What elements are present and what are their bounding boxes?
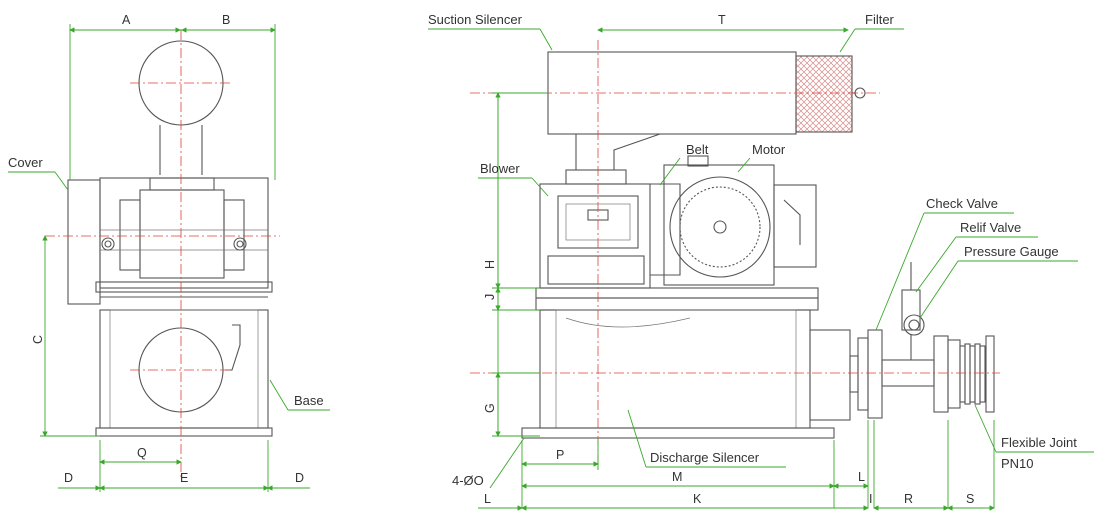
- dim-P: P: [556, 448, 564, 462]
- label-filter: Filter: [865, 12, 895, 27]
- blower-housing: [539, 183, 651, 289]
- discharge-silencer-frame: [539, 309, 811, 429]
- dim-K: K: [693, 492, 702, 506]
- cover-block: [67, 179, 101, 305]
- dim-S: S: [966, 492, 974, 506]
- side-view: T H J G P M L L K I R S: [428, 12, 1094, 511]
- dim-D-right: D: [295, 471, 304, 485]
- dim-A: A: [122, 13, 131, 27]
- check-valve: [867, 329, 883, 419]
- dim-Q: Q: [137, 446, 147, 460]
- filter-mesh: [795, 55, 853, 133]
- label-holes: 4-ØO: [452, 473, 484, 488]
- label-check-valve: Check Valve: [926, 196, 998, 211]
- label-discharge-silencer: Discharge Silencer: [650, 450, 760, 465]
- pressure-gauge: [903, 314, 925, 336]
- dim-L-right: L: [858, 470, 865, 484]
- blower-body: [99, 177, 269, 289]
- label-suction-silencer: Suction Silencer: [428, 12, 523, 27]
- dim-J: J: [483, 294, 497, 300]
- label-motor: Motor: [752, 142, 786, 157]
- label-base: Base: [294, 393, 324, 408]
- dim-T: T: [718, 13, 726, 27]
- dim-M: M: [672, 470, 682, 484]
- dim-B: B: [222, 13, 230, 27]
- label-flexible-joint: Flexible Joint: [1001, 435, 1077, 450]
- dim-C: C: [31, 335, 45, 344]
- dim-L-left: L: [484, 492, 491, 506]
- dim-H: H: [483, 260, 497, 269]
- dim-E: E: [180, 471, 188, 485]
- label-cover: Cover: [8, 155, 43, 170]
- dim-D-left: D: [64, 471, 73, 485]
- dim-I: I: [869, 492, 872, 506]
- dim-R: R: [904, 492, 913, 506]
- base-plate: [535, 287, 819, 299]
- dim-G: G: [483, 403, 497, 413]
- flexible-joint-bellows: [959, 343, 986, 405]
- relief-valve: [901, 289, 921, 331]
- end-view: A B C Q D E D Cover Base: [8, 13, 330, 492]
- label-pressure-gauge: Pressure Gauge: [964, 244, 1059, 259]
- label-belt: Belt: [686, 142, 709, 157]
- label-relif-valve: Relif Valve: [960, 220, 1021, 235]
- label-pn10: PN10: [1001, 456, 1034, 471]
- label-blower: Blower: [480, 161, 520, 176]
